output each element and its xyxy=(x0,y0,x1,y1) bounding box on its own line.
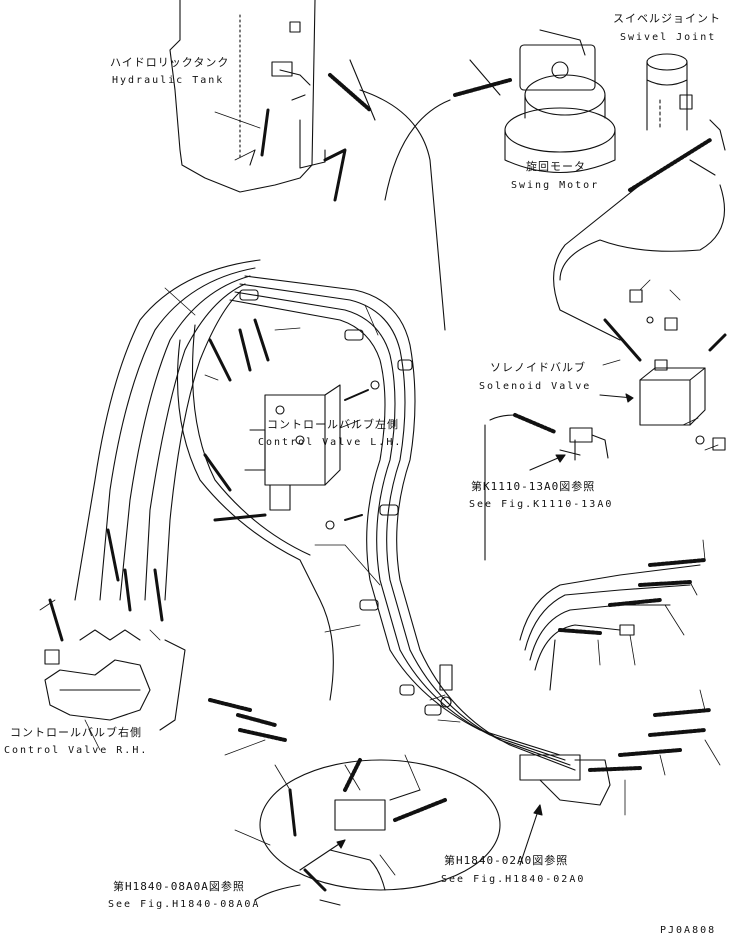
swing-motor-label-jp: 旋回モータ xyxy=(526,160,586,173)
clamps xyxy=(239,289,453,716)
h1840-08-assembly xyxy=(254,758,501,906)
hydraulic-tank xyxy=(169,0,326,193)
control-valve-rh-label-en: Control Valve R.H. xyxy=(4,745,149,756)
solenoid-valve-label-en: Solenoid Valve xyxy=(479,381,592,392)
hose-loops xyxy=(359,89,726,341)
ref-h1840-02-label-jp: 第H1840-02A0図参照 xyxy=(444,854,569,867)
control-valve-rh-label-jp: コントロールバルブ右側 xyxy=(10,726,142,739)
control-valve-lh-label-en: Control Valve L.H. xyxy=(258,437,403,448)
swing-motor xyxy=(453,29,616,173)
leader-lines xyxy=(39,111,721,876)
ref-h1840-02-label-en: See Fig.H1840-02A0 xyxy=(441,874,586,885)
control-valve-lh-label-jp: コントロールバルブ左側 xyxy=(267,418,399,431)
ref-h1840-08-label-en: See Fig.H1840-08A0A xyxy=(108,899,261,910)
swing-motor-label-en: Swing Motor xyxy=(511,180,600,191)
fitting-k1110 xyxy=(484,413,609,561)
solenoid-valve xyxy=(603,289,727,451)
ref-h1840-08-label-jp: 第H1840-08A0A図参照 xyxy=(113,880,245,893)
swivel-joint xyxy=(628,53,726,192)
control-valve-lh xyxy=(203,318,380,530)
tank-hoses xyxy=(249,59,376,202)
arrows xyxy=(299,393,634,871)
hydraulic-tank-label-en: Hydraulic Tank xyxy=(112,75,225,86)
main-hose-bundle xyxy=(74,259,576,771)
ref-k1110-label-en: See Fig.K1110-13A0 xyxy=(469,499,614,510)
swivel-joint-label-en: Swivel Joint xyxy=(620,32,717,43)
drawing-code: PJ0A808 xyxy=(660,925,717,936)
ref-k1110-label-jp: 第K1110-13A0図参照 xyxy=(471,480,596,493)
solenoid-valve-label-jp: ソレノイドバルブ xyxy=(490,361,586,374)
hydraulic-tank-label-jp: ハイドロリックタンク xyxy=(110,56,230,69)
control-valve-rh xyxy=(44,528,287,742)
right-fittings xyxy=(519,558,712,806)
swivel-joint-label-jp: スイベルジョイント xyxy=(613,12,721,25)
